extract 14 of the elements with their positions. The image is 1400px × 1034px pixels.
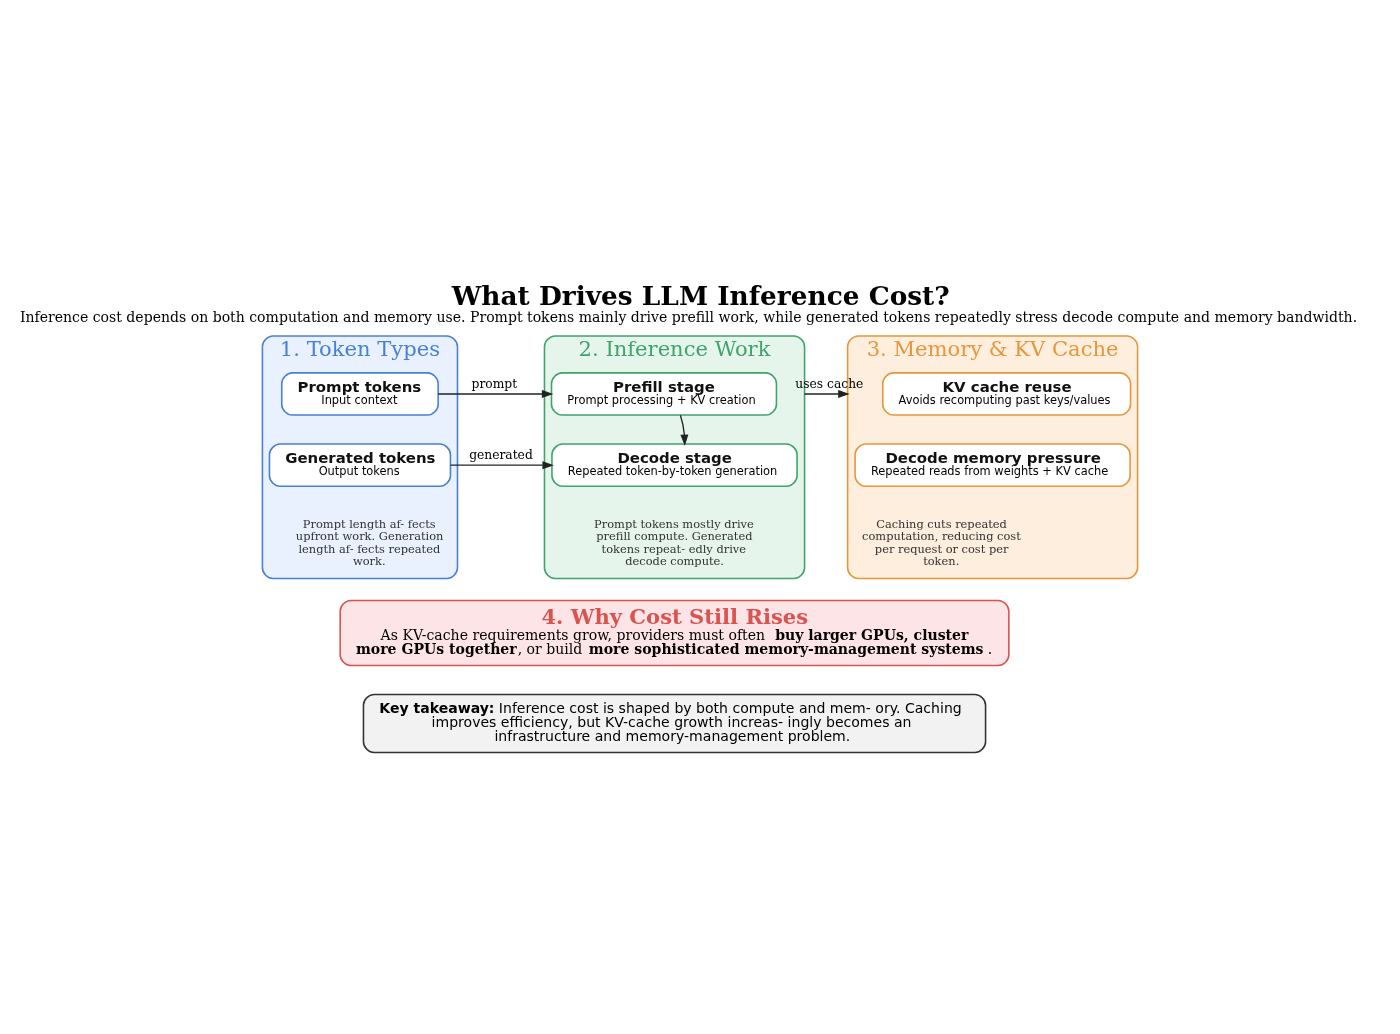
arrow bbox=[803, 389, 850, 398]
arrow bbox=[679, 414, 689, 446]
edge-label: prompt bbox=[471, 377, 518, 392]
arrow bbox=[437, 389, 554, 398]
node-box: Prefill stage Prompt processing + KV creation bbox=[550, 372, 778, 416]
node-box: Generated tokens Output tokens bbox=[268, 443, 452, 488]
node-box: Prompt tokens Input context bbox=[280, 372, 439, 416]
node-box: Decode stage Repeated token-by-token generation bbox=[551, 443, 798, 488]
node-box: KV cache reuse Avoids recomputing past keys/values bbox=[881, 372, 1132, 416]
node-box: 4. Why Cost Still Rises As KV-cache requirements grow, providers must often buy larger GPUs, cluster more GPUs together, or build more sophisticated memory-management systems. bbox=[339, 599, 1010, 667]
arrow bbox=[449, 461, 554, 470]
node-box: Key takeaway: Inference cost is shaped by both compute and mem- ory. Caching improves efficiency, but KV-cache growth increas- ingly becomes an infrastructure and memory-management problem. bbox=[362, 693, 987, 754]
node-box: Decode memory pressure Repeated reads from weights + KV cache bbox=[854, 443, 1131, 488]
edge-label: generated bbox=[469, 448, 533, 463]
